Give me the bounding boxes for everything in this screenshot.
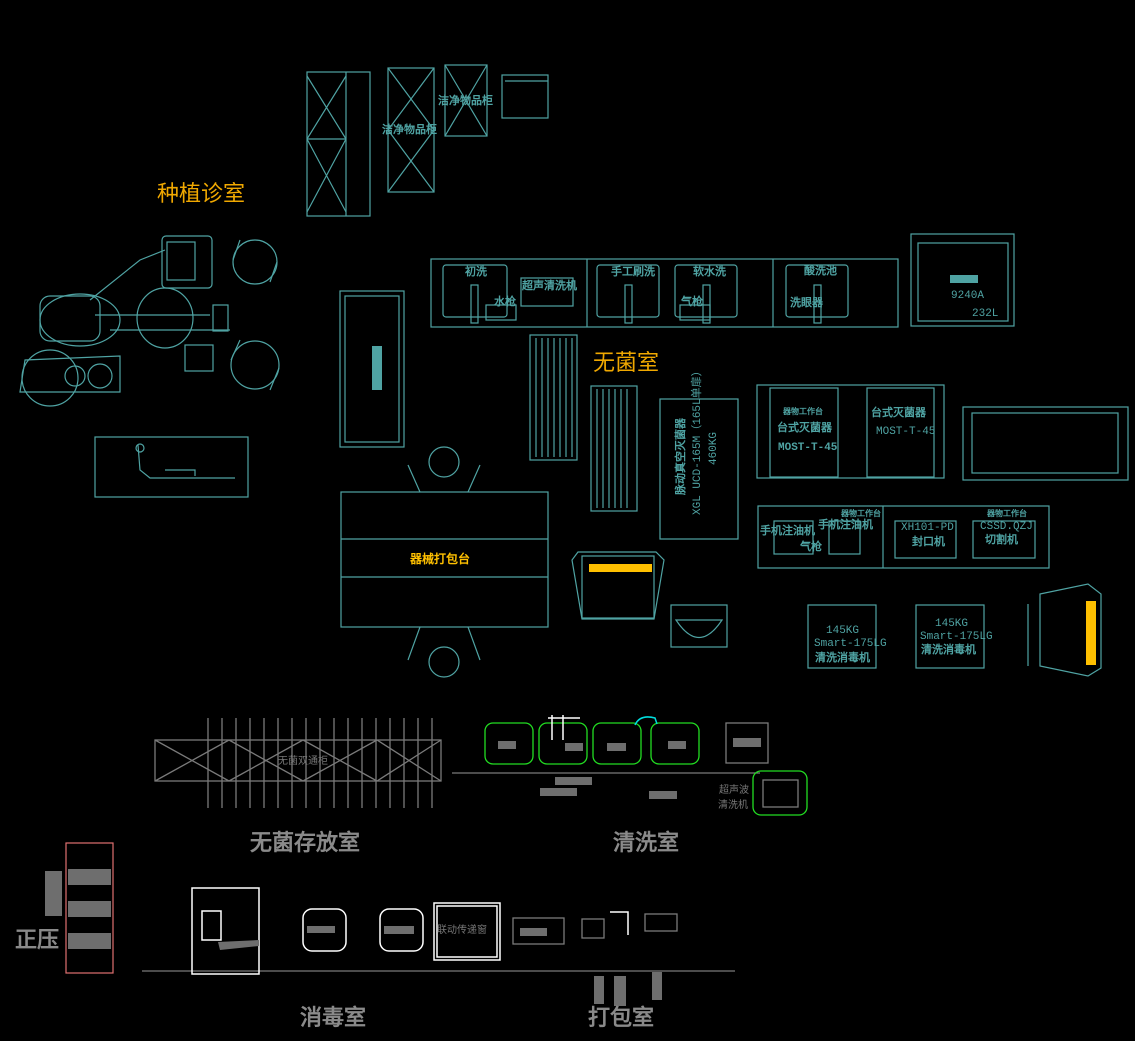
sterilizer-name: 脉动真空灭菌器: [673, 417, 687, 496]
label-eyewash: 洗眼器: [790, 295, 824, 309]
oil-bench: 器物工作台 器物工作台 手机注油机 手机注油机 气枪 XH101-PD 封口机 …: [757, 505, 1050, 569]
tabletop-sterilizers: 器物工作台 台式灭菌器 MOST-T-45 台式灭菌器 MOST-T-45: [756, 384, 945, 479]
label-soft-water: 软水洗: [693, 264, 726, 278]
wash-sinks: [484, 715, 700, 799]
packing-table-label: 器械打包台: [409, 551, 470, 566]
washer-disinfector-1: 145KG Smart-175LG 清洗消毒机: [807, 604, 887, 669]
stool: [230, 339, 280, 391]
ultrasonic-washer-line-2: 清洗机: [718, 798, 748, 811]
label-manual-brush: 手工刷洗: [611, 264, 655, 278]
label-ultrasonic: 超声清洗机: [521, 278, 577, 292]
clean-cabinet-1: 洁净物品柜: [382, 67, 437, 193]
double-cabinet-label: 无菌双通柜: [278, 754, 328, 767]
clean-cabinet-label: 洁净物品柜: [438, 93, 493, 107]
vacuum-sterilizer: 脉动真空灭菌器 XGL UCD-165M（165L单扉） 460KG: [659, 365, 739, 540]
sterilizer-model: XGL UCD-165M（165L单扉）: [690, 365, 704, 515]
room-label-sterile: 无菌室: [593, 351, 659, 376]
mobile-cart: [962, 406, 1129, 481]
storage-rack: [590, 385, 638, 512]
sterilizer-weight: 460KG: [708, 432, 720, 465]
sterilization-cart: [571, 551, 665, 620]
washer-weight: 145KG: [935, 618, 968, 630]
washer-disinfector-2: 145KG Smart-175LG 清洗消毒机: [915, 604, 993, 669]
sterilizer-1-model: MOST-T-45: [778, 442, 838, 454]
workbench-label: 器物工作台: [840, 508, 881, 518]
workbench-label: 器物工作台: [986, 508, 1027, 518]
side-cabinet: [94, 436, 249, 498]
ultrasonic-tank: [302, 908, 347, 952]
cutter-label: 切割机: [985, 532, 1018, 546]
sealer-model: XH101-PD: [901, 522, 954, 534]
packing-table: 器械打包台: [340, 446, 549, 678]
sterile-double-cabinet: 无菌双通柜: [154, 718, 442, 808]
label-water-gun: 水枪: [494, 294, 516, 308]
shelf-unit: [339, 290, 405, 448]
sealer-machine: [512, 917, 565, 945]
pass-window-label: 联动传递窗: [437, 923, 487, 936]
packing-devices: [581, 911, 678, 1006]
positive-pressure-label: 正压: [15, 928, 59, 953]
washer-weight: 145KG: [826, 625, 859, 637]
room-label-implant: 种植诊室: [157, 182, 245, 207]
autoclave-model: 9240A: [951, 290, 984, 302]
disinfection-cabinet: [191, 887, 260, 975]
washer-name: 清洗消毒机: [921, 642, 976, 656]
workbench-label: 器物工作台: [782, 406, 823, 416]
pass-through-cabinet: [1027, 583, 1102, 677]
room-label-packing: 打包室: [588, 1005, 654, 1031]
ultrasonic-washer-line-1: 超声波: [719, 783, 749, 796]
stool: [232, 239, 278, 285]
injector-label: 手机注油机: [760, 523, 815, 537]
label-saline: 酸洗池: [804, 263, 837, 277]
ultrasonic-washer: 超声波 清洗机: [718, 770, 808, 816]
autoclave-9240a: 9240A 232L: [910, 233, 1015, 327]
storage-rack: [529, 334, 578, 461]
washer-name: 清洗消毒机: [815, 650, 870, 664]
washer-model: Smart-175LG: [920, 631, 993, 643]
washer-model: Smart-175LG: [814, 638, 887, 650]
label-air-gun: 气枪: [680, 294, 703, 308]
cabinet-tall: [306, 71, 371, 217]
air-gun-label: 气枪: [799, 539, 822, 553]
dental-chair: [19, 235, 230, 407]
positive-pressure-unit: 正压: [15, 842, 114, 974]
sterilizer-1-label: 台式灭菌器: [777, 420, 833, 434]
small-cabinet: [501, 74, 549, 119]
label-initial-wash: 初洗: [465, 264, 487, 278]
hand-sink: [670, 604, 728, 648]
cleaner-label: 手机注油机: [818, 517, 873, 531]
sterilizer-2-model: MOST-T-45: [876, 426, 935, 438]
cutter-model: CSSD.QZJ: [980, 521, 1033, 533]
sterilizer-2-label: 台式灭菌器: [871, 405, 927, 419]
sink-bench: 初洗 超声清洗机 水枪 手工刷洗 软水洗 气枪 酸洗池 洗眼器: [430, 258, 899, 328]
ultrasonic-tank: [379, 908, 424, 952]
autoclave-volume: 232L: [972, 308, 998, 320]
sealer-label: 封口机: [912, 534, 945, 548]
ultrasonic-box: [725, 722, 769, 764]
clean-cabinet-2: 洁净物品柜: [438, 64, 493, 137]
room-label-disinfection: 消毒室: [300, 1005, 366, 1031]
room-label-sterile-storage: 无菌存放室: [250, 830, 360, 856]
room-label-cleaning: 清洗室: [613, 830, 679, 856]
pass-window: 联动传递窗: [433, 902, 501, 961]
clean-cabinet-label: 洁净物品柜: [382, 122, 437, 136]
